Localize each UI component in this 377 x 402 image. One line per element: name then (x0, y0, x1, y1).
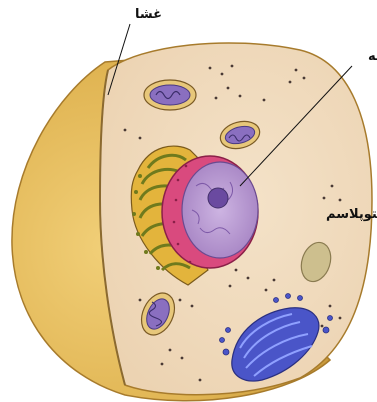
nucleus (162, 156, 258, 268)
nucleus-label: هسته (368, 49, 377, 64)
cytoplasm-label: سیتوپلاسم (326, 207, 377, 222)
mitochondrion-top (144, 80, 196, 110)
membrane-label: غشا (135, 7, 162, 22)
